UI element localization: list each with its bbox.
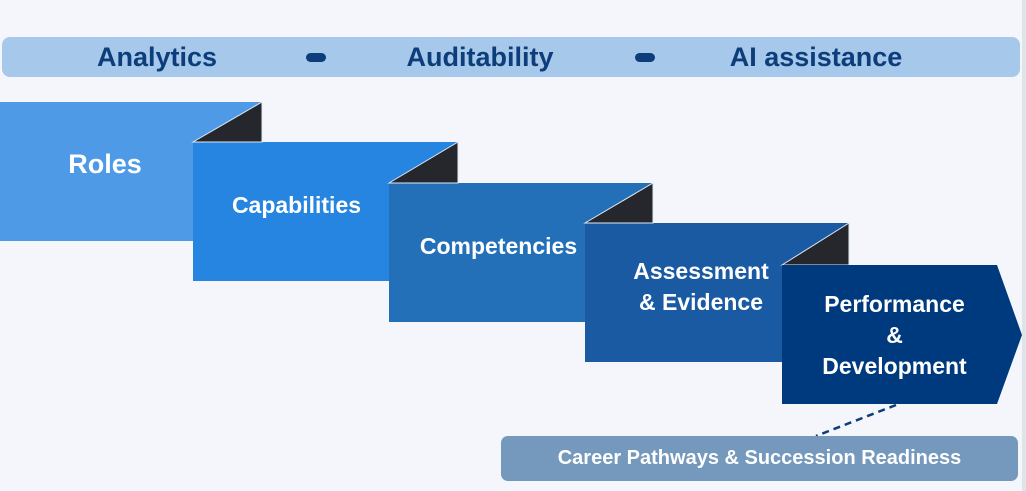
step-label-line: & Evidence	[639, 288, 763, 315]
page-edge	[1022, 0, 1026, 491]
step-label-line: Development	[822, 353, 967, 379]
step-label-line: Assessment	[633, 257, 769, 284]
pillars-banner: Analytics Auditability AI assistance	[2, 37, 1020, 77]
pillar-analytics: Analytics	[96, 42, 218, 72]
fold-corner	[387, 141, 459, 184]
step-performance-development: Performance & Development	[782, 265, 1007, 404]
dashed-connector	[815, 403, 897, 438]
dash-separator-icon	[306, 53, 326, 62]
fold-corner	[191, 101, 263, 143]
step-label: Capabilities	[231, 192, 362, 218]
step-label-line: &	[886, 322, 903, 348]
outcome-career-pathways: Career Pathways & Succession Readiness	[501, 436, 1018, 481]
step-performance-arrow	[782, 265, 1022, 404]
step-label: Roles	[68, 149, 142, 179]
fold-corner	[583, 182, 654, 224]
dash-separator-icon	[635, 53, 655, 62]
pillar-ai-assistance: AI assistance	[729, 42, 903, 72]
fold-corner	[780, 222, 850, 266]
step-label: Competencies	[419, 233, 578, 259]
step-label-line: Performance	[824, 291, 965, 317]
pillar-auditability: Auditability	[406, 42, 554, 72]
outcome-label: Career Pathways & Succession Readiness	[557, 447, 962, 469]
